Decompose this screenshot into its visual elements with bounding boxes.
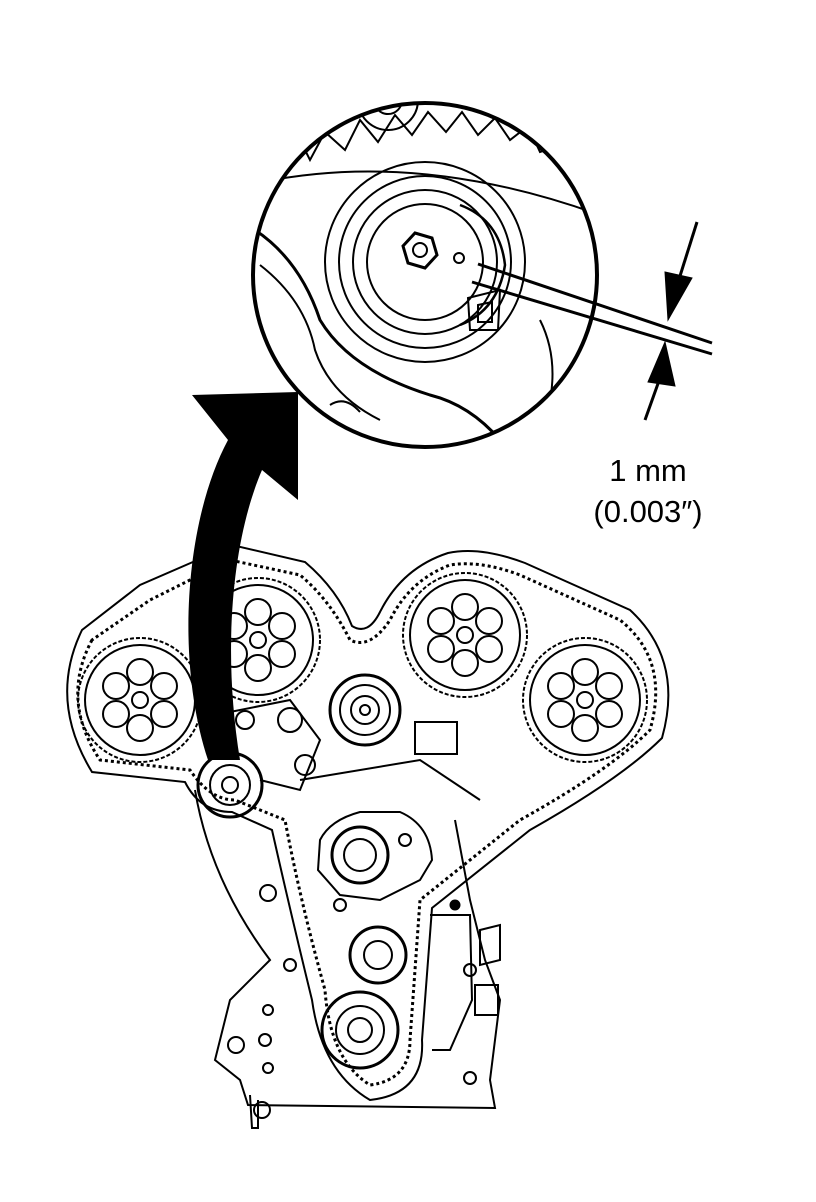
camshaft-sprocket-2	[195, 577, 321, 703]
clearance-metric-label: 1 mm	[609, 453, 687, 488]
camshaft-sprocket-1	[77, 637, 203, 763]
belt-tensioner	[196, 751, 264, 819]
lower-idler	[348, 925, 408, 985]
engine-front-view	[66, 543, 670, 1129]
water-pump	[316, 811, 434, 912]
hex-nut	[401, 231, 439, 270]
crankshaft-sprocket	[320, 990, 400, 1070]
feeler-gauge	[471, 262, 713, 356]
clearance-annotation: 1 mm (0.003″)	[548, 450, 748, 532]
magnified-detail	[251, 101, 599, 449]
clearance-imperial-label: (0.003″)	[593, 494, 703, 529]
curved-arrow-icon	[188, 392, 298, 760]
dimension-arrow-icon	[643, 221, 699, 421]
idler-pulley	[328, 673, 402, 747]
camshaft-sprocket-3	[402, 572, 528, 698]
camshaft-sprocket-4	[522, 637, 648, 763]
